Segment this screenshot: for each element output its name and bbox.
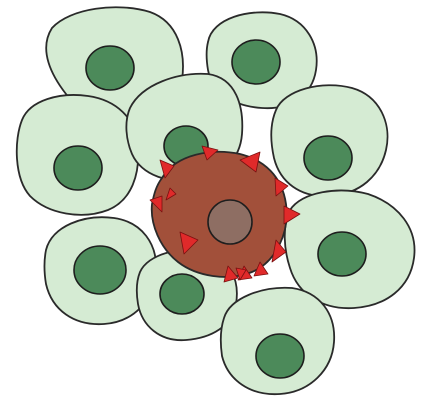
healthy-cell-nucleus — [318, 232, 366, 276]
healthy-cell-nucleus — [160, 274, 204, 314]
healthy-cell-nucleus — [54, 146, 102, 190]
healthy-cell-nucleus — [304, 136, 352, 180]
healthy-cell — [221, 288, 334, 394]
healthy-cell — [271, 85, 387, 196]
tumor-cell-nucleus — [208, 200, 252, 244]
healthy-cell-nucleus — [256, 334, 304, 378]
healthy-cell-nucleus — [74, 246, 126, 294]
healthy-cell-nucleus — [232, 40, 280, 84]
healthy-cell-nucleus — [86, 46, 134, 90]
healthy-cell — [17, 95, 139, 215]
